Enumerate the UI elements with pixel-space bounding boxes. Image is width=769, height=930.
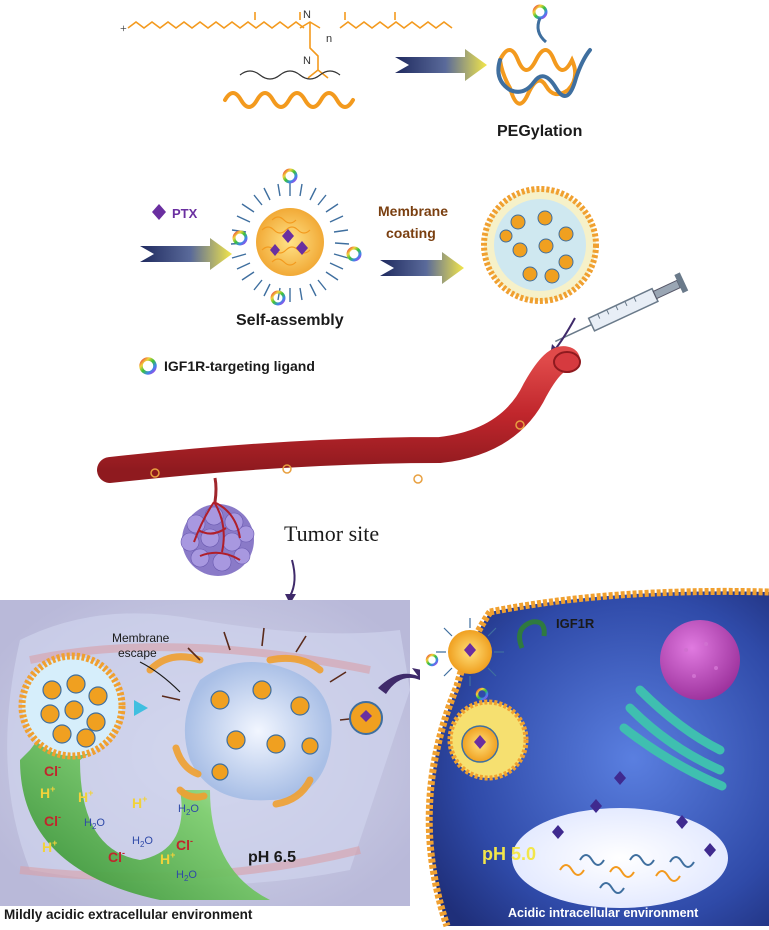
tumor-arrow xyxy=(289,559,296,597)
svg-text:Cl-: Cl- xyxy=(108,848,125,865)
polymer-structure xyxy=(127,12,453,79)
ligand-legend-icon xyxy=(139,357,157,375)
pegylated-polymer xyxy=(496,4,592,106)
svg-text:H2O: H2O xyxy=(84,817,105,831)
tumor-icon xyxy=(180,477,255,576)
extracellular-panel xyxy=(0,600,411,906)
arrow-self-assembly xyxy=(140,238,232,270)
ph-intracellular-label: pH 5.0 xyxy=(482,844,536,864)
isopropyl-groups xyxy=(239,70,341,80)
igf1r-label: IGF1R xyxy=(556,616,595,631)
membrane-escape-label-1: Membrane xyxy=(112,631,170,645)
svg-text:H+: H+ xyxy=(42,838,57,855)
self-assembly-label: Self-assembly xyxy=(236,312,344,329)
polymer-coil-orange xyxy=(223,91,355,109)
nitrogen-atom-1: N xyxy=(303,9,311,21)
syringe-icon xyxy=(554,272,689,343)
chain-start-mark: + xyxy=(120,21,127,35)
membrane-coating-label-2: coating xyxy=(386,225,436,241)
pegylation-label: PEGylation xyxy=(497,123,582,140)
ptx-diamond-icon xyxy=(152,204,166,220)
nitrogen-atom-2: N xyxy=(303,55,311,67)
membrane-escape-label-2: escape xyxy=(118,646,157,660)
svg-text:H2O: H2O xyxy=(176,869,197,883)
intracellular-caption: Acidic intracellular environment xyxy=(508,906,699,920)
svg-text:H+: H+ xyxy=(78,788,93,805)
ligand-ring-icon xyxy=(532,4,548,20)
svg-text:H+: H+ xyxy=(132,794,147,811)
ligand-legend-label: IGF1R-targeting ligand xyxy=(164,358,315,374)
ph-extracellular-label: pH 6.5 xyxy=(248,849,296,866)
svg-text:Cl-: Cl- xyxy=(176,836,193,853)
blood-vessel xyxy=(97,346,581,484)
ptx-label: PTX xyxy=(172,206,198,221)
tumor-site-label: Tumor site xyxy=(284,521,379,546)
ion-labels: Cl- H+ Cl- H+ H+ Cl- H+ Cl- H+ H2O H2O H… xyxy=(40,762,199,883)
arrow-membrane-coating xyxy=(380,252,464,284)
extracellular-caption: Mildly acidic extracellular environment xyxy=(4,907,253,922)
svg-text:H+: H+ xyxy=(160,850,175,867)
svg-text:Cl-: Cl- xyxy=(44,762,61,779)
arrow-pegylation xyxy=(395,49,487,81)
membrane-coated-nanoparticle xyxy=(481,186,599,304)
uptake-arrow xyxy=(378,668,432,694)
ptx-micelle xyxy=(230,168,362,306)
cell-panel xyxy=(420,587,769,928)
membrane-coating-label-1: Membrane xyxy=(378,203,448,219)
svg-text:H2O: H2O xyxy=(178,803,199,817)
svg-text:Cl-: Cl- xyxy=(44,812,61,829)
repeat-unit-n: n xyxy=(326,33,332,45)
svg-text:H+: H+ xyxy=(40,784,55,801)
svg-text:H2O: H2O xyxy=(132,835,153,849)
